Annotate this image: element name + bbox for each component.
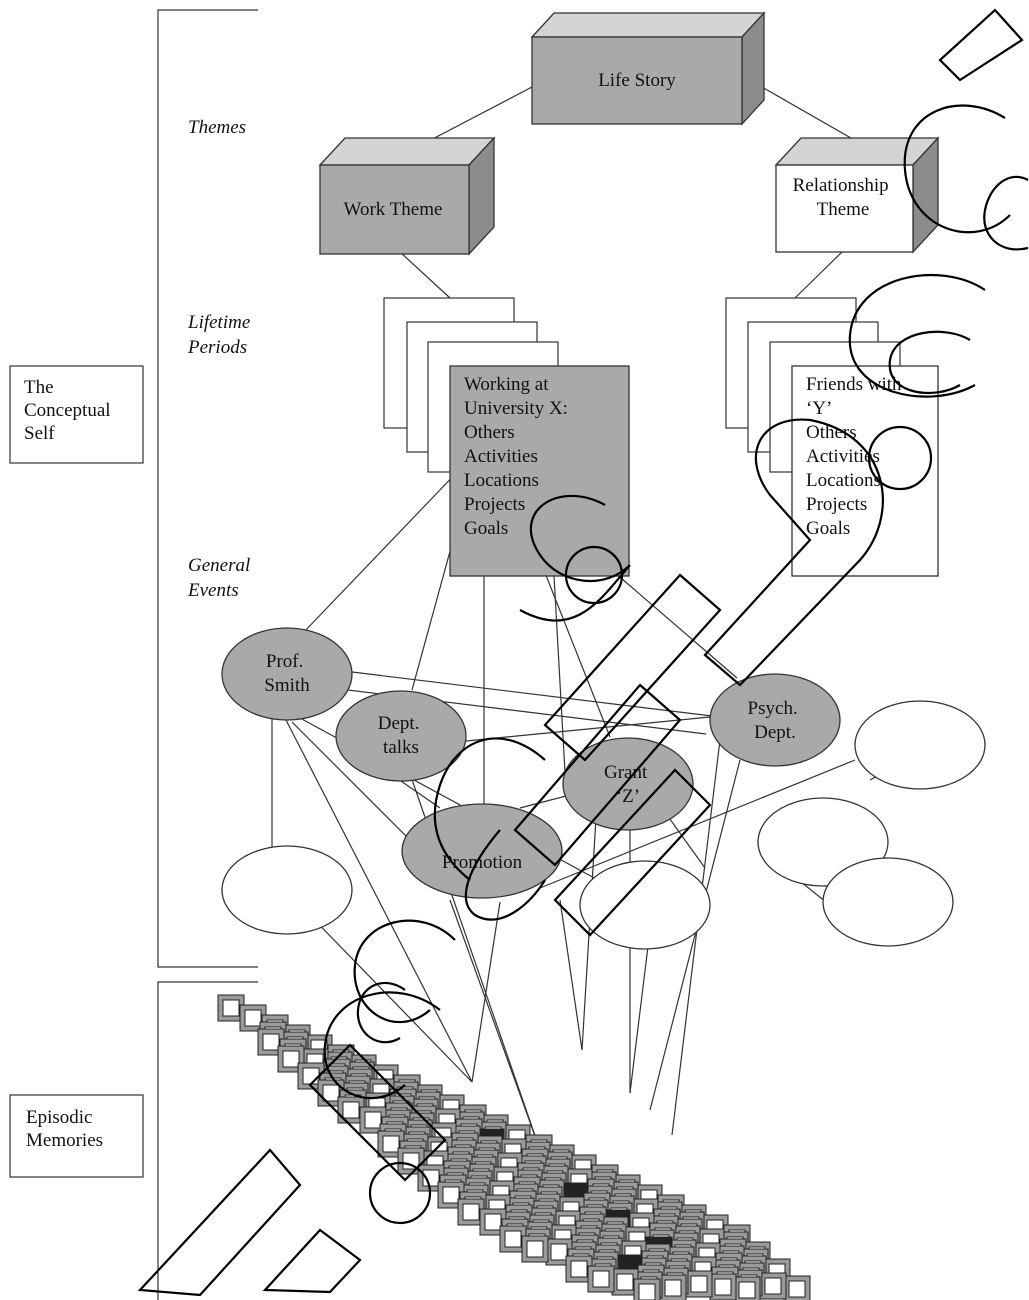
episodic-memories-label: Episodic Memories (26, 1107, 103, 1151)
watermark-overlay (137, 8, 1029, 1297)
event-node-blank (579, 860, 711, 950)
conceptual-self-label: The Conceptual Self (24, 377, 115, 444)
event-node-blank (221, 845, 353, 935)
episodic-memories-box (9, 1094, 144, 1178)
work-period-stack: Working at University X: Others Activiti… (383, 297, 630, 577)
connector-lines (271, 86, 931, 1151)
episodic-memory-tile (733, 1276, 761, 1300)
general-events-label: General Events (187, 555, 255, 601)
event-node-blank (854, 700, 986, 790)
episodic-memory-grid (217, 994, 811, 1300)
episodic-memory-tile (437, 1181, 465, 1209)
event-node-blank (822, 857, 954, 947)
episodic-memory-tile (709, 1273, 737, 1300)
event-node-grant-z: Grant ‘Z’ (562, 737, 694, 831)
episodic-memory-tile (587, 1265, 615, 1293)
svg-text:Prof. Smith: Prof. Smith (264, 651, 310, 696)
lifetime-periods-label: Lifetime Periods (187, 312, 255, 358)
event-node-psych-dept: Psych. Dept. (709, 673, 841, 767)
svg-text:Psych. Dept.: Psych. Dept. (748, 698, 803, 743)
svg-text:Work Theme: Work Theme (344, 199, 443, 220)
episodic-memory-tile (633, 1278, 661, 1300)
episodic-memory-tile (759, 1272, 787, 1300)
episodic-memory-tile (317, 1079, 345, 1107)
conceptual-self-box (9, 365, 144, 464)
conceptual-self-bracket (157, 9, 258, 968)
relationship-theme-box: Relationship Theme (774, 136, 940, 254)
event-node-prof-smith: Prof. Smith (221, 627, 353, 721)
episodic-memory-tile (685, 1270, 713, 1298)
episodic-memory-tile (783, 1275, 811, 1300)
work-period-card (449, 365, 630, 577)
work-theme-box: Work Theme (318, 136, 496, 256)
event-node-dept-talks: Dept. talks (335, 690, 467, 782)
svg-text:Dept. talks: Dept. talks (378, 713, 424, 758)
svg-text:Friends with ‘Y’: Friends with ‘Y’ Others Activities Locat… (806, 374, 906, 539)
episodic-memory-tile (277, 1045, 305, 1073)
event-node-promotion: Promotion (401, 803, 563, 899)
themes-label: Themes (188, 117, 246, 138)
svg-text:Life Story: Life Story (598, 70, 676, 91)
life-story-box: Life Story (530, 11, 766, 126)
episodic-memories-bracket (157, 981, 258, 1300)
svg-text:Grant ‘Z’: Grant ‘Z’ (604, 762, 652, 807)
svg-text:Working at University X:: Working at University X: Others Activiti… (464, 374, 573, 539)
episodic-memory-tile (659, 1274, 687, 1300)
episodic-memory-tile (521, 1235, 549, 1263)
friends-period-card (791, 365, 939, 577)
svg-text:Relationship Theme: Relationship Theme (793, 175, 894, 220)
svg-text:Promotion: Promotion (442, 852, 523, 873)
episodic-memory-tile (611, 1268, 639, 1296)
